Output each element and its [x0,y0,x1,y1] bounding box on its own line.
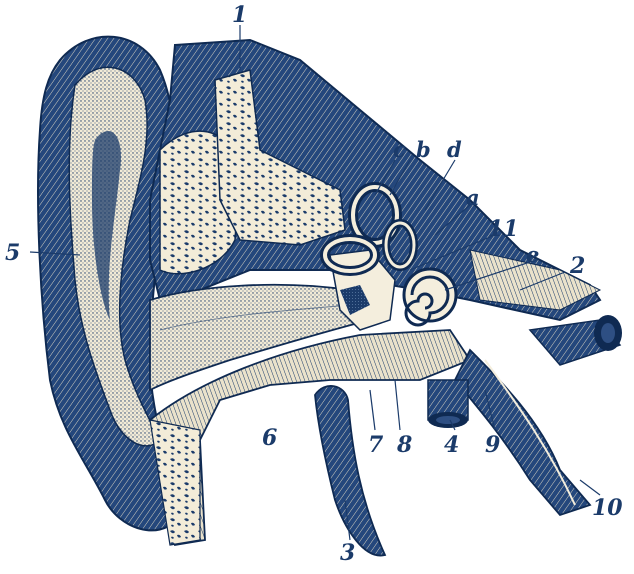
label-5: 5 [5,240,20,266]
cochlea [404,269,456,325]
label-7: 7 [368,432,384,458]
label-11: 11 [488,216,519,242]
label-10: 10 [592,495,623,521]
label-8: 8 [396,432,412,458]
label-2: 2 [569,253,585,279]
label-1: 1 [232,2,247,28]
auricle [38,37,175,531]
label-d: d [447,137,462,162]
carotid-canal [428,380,468,428]
label-6: 6 [262,425,277,451]
label-c: c [393,137,406,162]
label-e: e [526,242,539,267]
eustachian-tube [455,350,590,515]
label-a: a [466,185,480,210]
label-b: b [416,137,431,162]
label-3: 3 [340,540,355,566]
internal-auditory-canal [530,315,622,365]
label-4: 4 [444,432,459,458]
styloid-process [315,386,385,556]
label-9: 9 [485,432,500,458]
